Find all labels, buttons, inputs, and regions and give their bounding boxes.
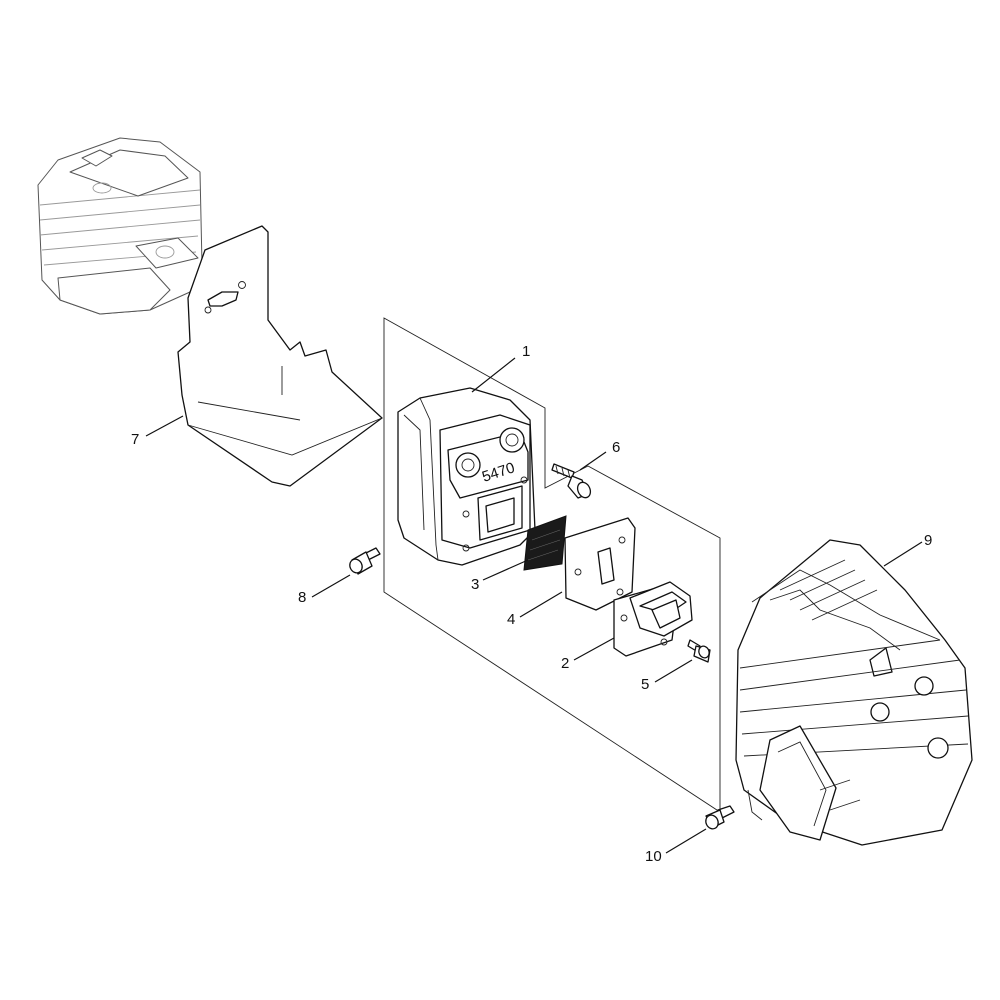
leader-3 [482,559,529,581]
callout-7: 7 [131,431,139,448]
callout-2: 2 [561,655,569,672]
leader-8 [311,574,351,598]
leader-9 [883,541,923,567]
callout-6: 6 [612,439,620,456]
muffler-part-1: 5470 [397,387,536,566]
leader-4 [519,591,563,618]
bolt-part-10 [705,805,735,830]
engine-cylinder [37,137,203,315]
leader-lines [145,357,923,854]
callout-8: 8 [298,589,306,606]
bolt-part-5 [687,639,711,663]
callout-5: 5 [641,676,649,693]
muffler-cover-part-9 [735,539,973,846]
spark-screen-part-3 [523,515,567,571]
leader-6 [579,451,607,471]
callout-3: 3 [471,576,479,593]
bolt-part-8 [349,547,381,575]
callout-1: 1 [522,343,530,360]
leader-5 [654,659,693,683]
leader-10 [665,828,707,854]
leader-1 [471,357,516,393]
callout-9: 9 [924,532,932,549]
callout-10: 10 [645,848,662,865]
gasket-part-4 [564,517,636,611]
callout-labels: 1 2 3 4 5 6 7 8 9 10 [131,343,932,865]
leader-2 [573,637,615,661]
callout-4: 4 [507,611,515,628]
heat-shield-part-7 [177,225,383,487]
kit-outline [383,317,721,813]
outlet-deflector-part-2 [613,581,693,657]
bolt-part-6 [551,463,592,499]
leader-7 [145,415,184,437]
